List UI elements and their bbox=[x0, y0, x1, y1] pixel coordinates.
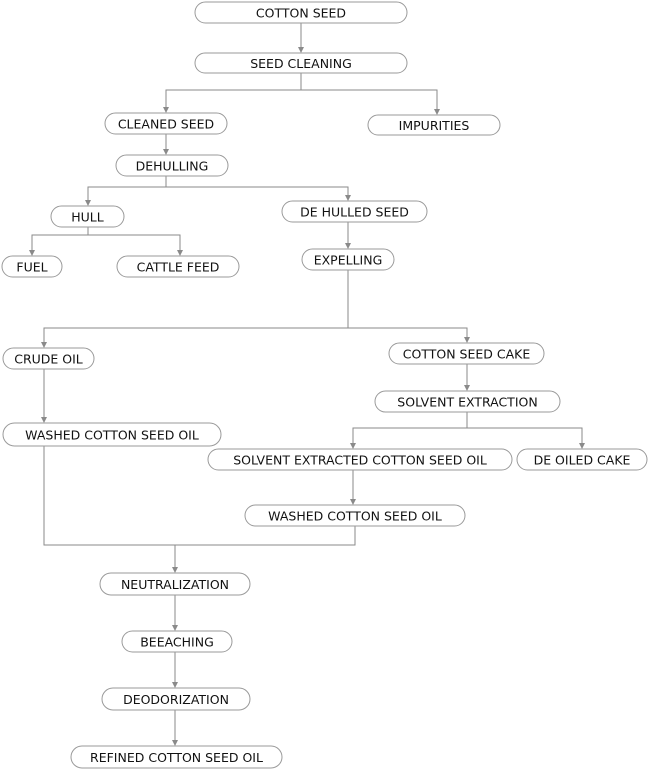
arrowhead-icon bbox=[172, 567, 178, 573]
arrowhead-icon bbox=[579, 443, 585, 449]
node-box bbox=[301, 248, 395, 271]
node-box bbox=[194, 52, 408, 74]
node-impurities: IMPURITIES bbox=[367, 114, 501, 136]
arrowhead-icon bbox=[85, 200, 91, 206]
edge-to-impurities bbox=[301, 89, 438, 112]
edge-to-de-oiled-cake bbox=[467, 427, 583, 446]
node-box bbox=[101, 687, 251, 711]
node-box bbox=[194, 1, 408, 24]
node-label: DEHULLING bbox=[136, 159, 209, 174]
node-hull: HULL bbox=[50, 205, 125, 228]
edge-to-fuel bbox=[31, 227, 89, 253]
arrowhead-icon bbox=[172, 682, 178, 688]
node-label: COTTON SEED bbox=[256, 6, 346, 21]
arrowhead-icon bbox=[464, 385, 470, 391]
node-box bbox=[70, 745, 283, 769]
node-label: REFINED COTTON SEED OIL bbox=[90, 750, 263, 765]
node-seed-cleaning: SEED CLEANING bbox=[194, 52, 408, 74]
node-box bbox=[1, 255, 63, 278]
edge-to-hull bbox=[87, 176, 167, 203]
arrowhead-icon bbox=[163, 149, 169, 155]
arrowhead-icon bbox=[41, 342, 47, 348]
node-box bbox=[244, 504, 466, 527]
node-label: CRUDE OIL bbox=[14, 352, 83, 367]
edge-solvent-extraction-split bbox=[352, 412, 468, 446]
arrowhead-icon bbox=[434, 109, 440, 115]
node-box bbox=[207, 448, 513, 471]
node-solvent-extracted-oil: SOLVENT EXTRACTED COTTON SEED OIL bbox=[207, 448, 513, 471]
edges bbox=[31, 23, 583, 743]
node-label: DE HULLED SEED bbox=[300, 205, 409, 220]
node-crude-oil: CRUDE OIL bbox=[2, 347, 95, 370]
arrowhead-icon bbox=[29, 250, 35, 256]
node-label: NEUTRALIZATION bbox=[121, 577, 229, 592]
arrowhead-icon bbox=[177, 250, 183, 256]
node-label: IMPURITIES bbox=[399, 118, 470, 133]
arrowhead-icon bbox=[172, 625, 178, 631]
edge-merge-left bbox=[43, 446, 356, 546]
node-box bbox=[2, 347, 95, 370]
edge-to-cattle-feed bbox=[88, 234, 181, 253]
node-label: COTTON SEED CAKE bbox=[403, 347, 531, 362]
node-de-oiled-cake: DE OILED CAKE bbox=[516, 448, 648, 471]
node-label: SOLVENT EXTRACTION bbox=[397, 395, 537, 410]
node-box bbox=[388, 342, 545, 365]
node-neutralization: NEUTRALIZATION bbox=[99, 572, 251, 596]
node-label: SEED CLEANING bbox=[250, 56, 352, 71]
arrowhead-icon bbox=[298, 47, 304, 53]
node-box bbox=[121, 630, 233, 653]
node-cotton-seed: COTTON SEED bbox=[194, 1, 408, 24]
node-label: SOLVENT EXTRACTED COTTON SEED OIL bbox=[233, 453, 487, 468]
edge-to-dehulled-seed bbox=[166, 186, 349, 198]
node-washed-oil-left: WASHED COTTON SEED OIL bbox=[2, 422, 222, 447]
node-box bbox=[104, 112, 228, 135]
node-box bbox=[99, 572, 251, 596]
node-label: CLEANED SEED bbox=[118, 117, 214, 132]
node-box bbox=[2, 422, 222, 447]
node-box bbox=[115, 154, 229, 177]
node-box bbox=[281, 200, 428, 223]
node-label: DE OILED CAKE bbox=[534, 453, 631, 468]
edge-seed-cleaning-split bbox=[165, 73, 302, 110]
node-label: WASHED COTTON SEED OIL bbox=[268, 509, 442, 524]
node-box bbox=[516, 448, 648, 471]
node-beeaching: BEEACHING bbox=[121, 630, 233, 653]
arrowhead-icon bbox=[172, 740, 178, 746]
node-box bbox=[50, 205, 125, 228]
node-dehulling: DEHULLING bbox=[115, 154, 229, 177]
node-box bbox=[116, 255, 240, 278]
node-fuel: FUEL bbox=[1, 255, 63, 278]
node-label: CATTLE FEED bbox=[137, 260, 220, 275]
arrowhead-icon bbox=[464, 337, 470, 343]
arrowhead-icon bbox=[163, 107, 169, 113]
edge-to-cotton-seed-cake bbox=[348, 327, 468, 340]
node-label: FUEL bbox=[16, 260, 47, 275]
arrowheads bbox=[29, 47, 585, 746]
node-label: EXPELLING bbox=[314, 253, 383, 268]
node-deodorization: DEODORIZATION bbox=[101, 687, 251, 711]
node-cotton-seed-cake: COTTON SEED CAKE bbox=[388, 342, 545, 365]
node-box bbox=[374, 390, 561, 413]
arrowhead-icon bbox=[350, 443, 356, 449]
node-label: HULL bbox=[71, 210, 104, 225]
node-refined-oil: REFINED COTTON SEED OIL bbox=[70, 745, 283, 769]
arrowhead-icon bbox=[345, 195, 351, 201]
node-cleaned-seed: CLEANED SEED bbox=[104, 112, 228, 135]
node-label: BEEACHING bbox=[140, 635, 214, 650]
node-label: DEODORIZATION bbox=[123, 692, 229, 707]
arrowhead-icon bbox=[350, 499, 356, 505]
node-expelling: EXPELLING bbox=[301, 248, 395, 271]
edge-expelling-split bbox=[43, 270, 349, 345]
arrowhead-icon bbox=[41, 417, 47, 423]
node-label: WASHED COTTON SEED OIL bbox=[25, 428, 199, 443]
node-box bbox=[367, 114, 501, 136]
node-cattle-feed: CATTLE FEED bbox=[116, 255, 240, 278]
arrowhead-icon bbox=[345, 243, 351, 249]
node-washed-oil-right: WASHED COTTON SEED OIL bbox=[244, 504, 466, 527]
node-solvent-extraction: SOLVENT EXTRACTION bbox=[374, 390, 561, 413]
node-dehulled-seed: DE HULLED SEED bbox=[281, 200, 428, 223]
